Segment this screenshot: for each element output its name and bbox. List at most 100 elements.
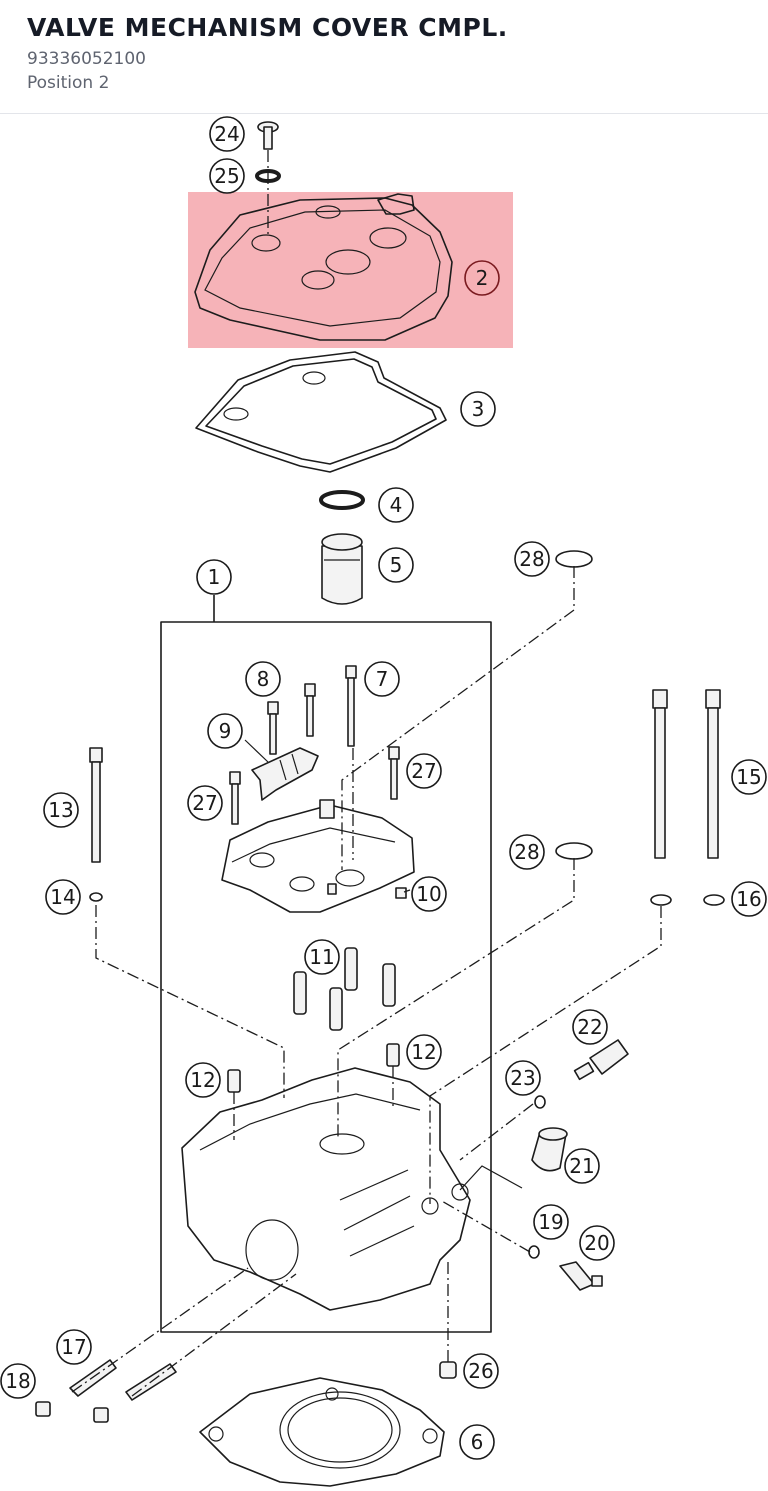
assembly-lines <box>71 150 662 1397</box>
svg-text:15: 15 <box>736 765 761 789</box>
svg-text:11: 11 <box>309 945 334 969</box>
callout-8[interactable]: 8 <box>245 661 281 697</box>
callout-22[interactable]: 22 <box>572 1009 608 1045</box>
part-seal-19[interactable] <box>528 1245 540 1259</box>
callout-28-top[interactable]: 28 <box>514 541 550 577</box>
svg-text:26: 26 <box>468 1359 493 1383</box>
svg-text:10: 10 <box>416 882 441 906</box>
svg-text:12: 12 <box>190 1068 215 1092</box>
svg-text:16: 16 <box>736 887 761 911</box>
page-header: VALVE MECHANISM COVER CMPL. 93336052100 … <box>0 0 768 114</box>
part-pins-17[interactable] <box>69 1359 177 1401</box>
svg-text:19: 19 <box>538 1210 563 1234</box>
part-washer-16b[interactable] <box>703 894 725 906</box>
part-long-bolts-15[interactable] <box>652 689 721 859</box>
callout-14[interactable]: 14 <box>45 879 81 915</box>
part-chain-guide[interactable] <box>251 747 319 801</box>
position-label: Position 2 <box>27 73 110 93</box>
callout-4[interactable]: 4 <box>378 487 414 523</box>
svg-text:20: 20 <box>584 1231 609 1255</box>
part-sleeve[interactable] <box>321 533 363 605</box>
callout-19[interactable]: 19 <box>533 1204 569 1240</box>
svg-text:2: 2 <box>476 266 489 290</box>
callout-16[interactable]: 16 <box>731 881 767 917</box>
svg-text:8: 8 <box>257 667 270 691</box>
callout-10[interactable]: 10 <box>411 876 447 912</box>
part-valve-cover[interactable] <box>194 193 453 341</box>
svg-text:9: 9 <box>219 719 232 743</box>
part-cover-gasket[interactable] <box>195 351 447 473</box>
part-sensor-22[interactable] <box>573 1039 629 1081</box>
svg-text:25: 25 <box>214 164 239 188</box>
part-bolts-camshaft-carrier[interactable] <box>229 665 400 825</box>
part-head-gasket[interactable] <box>199 1377 445 1487</box>
callout-13[interactable]: 13 <box>43 792 79 828</box>
part-sensor-20[interactable] <box>559 1261 603 1291</box>
part-dowel-left[interactable] <box>227 1069 241 1093</box>
part-screws-18[interactable] <box>35 1401 109 1423</box>
callout-15[interactable]: 15 <box>731 759 767 795</box>
svg-text:5: 5 <box>390 553 403 577</box>
svg-text:6: 6 <box>471 1430 484 1454</box>
leader-lines <box>244 739 411 893</box>
svg-text:28: 28 <box>514 840 539 864</box>
callout-12-right[interactable]: 12 <box>406 1034 442 1070</box>
svg-text:17: 17 <box>61 1335 86 1359</box>
svg-text:4: 4 <box>390 493 403 517</box>
part-plug-26[interactable] <box>439 1361 457 1379</box>
svg-text:21: 21 <box>569 1154 594 1178</box>
callout-6[interactable]: 6 <box>459 1424 495 1460</box>
callout-11[interactable]: 11 <box>304 939 340 975</box>
svg-text:1: 1 <box>208 565 221 589</box>
part-number: 93336052100 <box>27 49 146 69</box>
callout-27-right[interactable]: 27 <box>406 753 442 789</box>
svg-text:24: 24 <box>214 122 239 146</box>
callout-7[interactable]: 7 <box>364 661 400 697</box>
assembly-box-cylinder-head <box>160 621 492 1333</box>
part-plug-10[interactable] <box>395 887 407 899</box>
part-washer-14[interactable] <box>89 892 103 902</box>
svg-text:18: 18 <box>5 1369 30 1393</box>
svg-text:27: 27 <box>411 759 436 783</box>
callout-18[interactable]: 18 <box>0 1363 36 1399</box>
callout-17[interactable]: 17 <box>56 1329 92 1365</box>
part-o-ring[interactable] <box>319 490 365 510</box>
part-long-bolt-13[interactable] <box>89 747 103 863</box>
part-dowel-right[interactable] <box>386 1043 400 1067</box>
svg-text:23: 23 <box>510 1066 535 1090</box>
svg-text:22: 22 <box>577 1015 602 1039</box>
selected-part-highlight[interactable] <box>188 192 513 348</box>
part-cylinder-head[interactable] <box>181 1067 471 1311</box>
svg-text:14: 14 <box>50 885 75 909</box>
callout-27-left[interactable]: 27 <box>187 785 223 821</box>
svg-text:27: 27 <box>192 791 217 815</box>
part-washer-16a[interactable] <box>650 894 672 906</box>
part-camshaft-carrier[interactable] <box>221 799 415 913</box>
callout-2-selected[interactable]: 2 <box>464 260 500 296</box>
callout-9[interactable]: 9 <box>207 713 243 749</box>
callout-24[interactable]: 24 <box>209 116 245 152</box>
callout-25[interactable]: 25 <box>209 158 245 194</box>
callout-21[interactable]: 21 <box>564 1148 600 1184</box>
part-o-ring-28-middle[interactable] <box>555 842 593 860</box>
part-seal-23[interactable] <box>534 1095 546 1109</box>
part-o-ring-28-top[interactable] <box>555 550 593 568</box>
callout-23[interactable]: 23 <box>505 1060 541 1096</box>
callout-5[interactable]: 5 <box>378 547 414 583</box>
part-sleeve-21[interactable] <box>531 1127 568 1172</box>
part-valve-guides[interactable] <box>293 947 396 1031</box>
callout-28-middle[interactable]: 28 <box>509 834 545 870</box>
part-screw-24[interactable] <box>257 121 279 150</box>
page-title: VALVE MECHANISM COVER CMPL. <box>27 13 508 42</box>
callout-20[interactable]: 20 <box>579 1225 615 1261</box>
svg-text:7: 7 <box>376 667 389 691</box>
callout-3[interactable]: 3 <box>460 391 496 427</box>
callout-12-left[interactable]: 12 <box>185 1062 221 1098</box>
callout-26[interactable]: 26 <box>463 1353 499 1389</box>
svg-text:13: 13 <box>48 798 73 822</box>
svg-text:12: 12 <box>411 1040 436 1064</box>
svg-text:28: 28 <box>519 547 544 571</box>
svg-text:3: 3 <box>472 397 485 421</box>
callout-1[interactable]: 1 <box>196 559 232 595</box>
